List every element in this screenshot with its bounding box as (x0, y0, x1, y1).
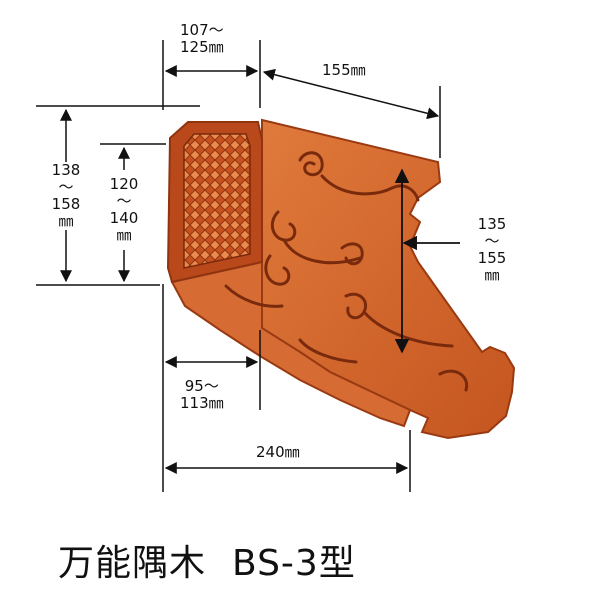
label-bottom-length: 240㎜ (256, 443, 300, 461)
bracket-bottom-face (170, 260, 412, 428)
lattice-panel (183, 133, 251, 269)
label-right-height-unit: ㎜ (484, 266, 500, 284)
dim-bottom-width-lines (162, 284, 261, 492)
label-bottom-width-line1: 95〜 (184, 377, 219, 395)
label-right-height-to: 155 (477, 249, 507, 267)
label-outer-height-sep: 〜 (58, 178, 74, 196)
label-inner-height-unit: ㎜ (116, 226, 132, 244)
label-inner-height: 120 〜 140 ㎜ (104, 176, 144, 244)
label-inner-height-to: 140 (109, 209, 139, 227)
label-outer-height-unit: ㎜ (58, 212, 74, 230)
label-top-width-line2: 125㎜ (180, 38, 224, 56)
label-top-width-line1: 107〜 (180, 21, 224, 39)
dim-right-height-lines (394, 168, 460, 354)
label-top-length: 155㎜ (322, 61, 366, 79)
label-top-width: 107〜 125㎜ (180, 22, 224, 56)
label-bottom-width: 95〜 113㎜ (180, 378, 224, 412)
label-bottom-width-line2: 113㎜ (180, 394, 224, 412)
label-outer-height-from: 138 (51, 161, 81, 179)
label-right-height-from: 135 (477, 215, 507, 233)
product-name: 万能隅木 (58, 543, 207, 584)
product-caption: 万能隅木 BS-3型 (58, 534, 356, 586)
label-right-height: 135 〜 155 ㎜ (470, 216, 514, 284)
label-outer-height: 138 〜 158 ㎜ (46, 162, 86, 230)
scroll-carvings (224, 151, 469, 392)
dim-bottom-length-lines (164, 430, 411, 492)
dim-outer-height-lines (36, 105, 200, 286)
label-inner-height-from: 120 (109, 175, 139, 193)
dim-top-width-lines (162, 40, 261, 110)
product-model: BS-3型 (232, 543, 356, 584)
label-outer-height-to: 158 (51, 195, 81, 213)
dim-top-length-lines (262, 68, 441, 158)
label-right-height-sep: 〜 (484, 232, 500, 250)
dim-inner-height-lines (100, 143, 166, 283)
label-inner-height-sep: 〜 (116, 192, 132, 210)
